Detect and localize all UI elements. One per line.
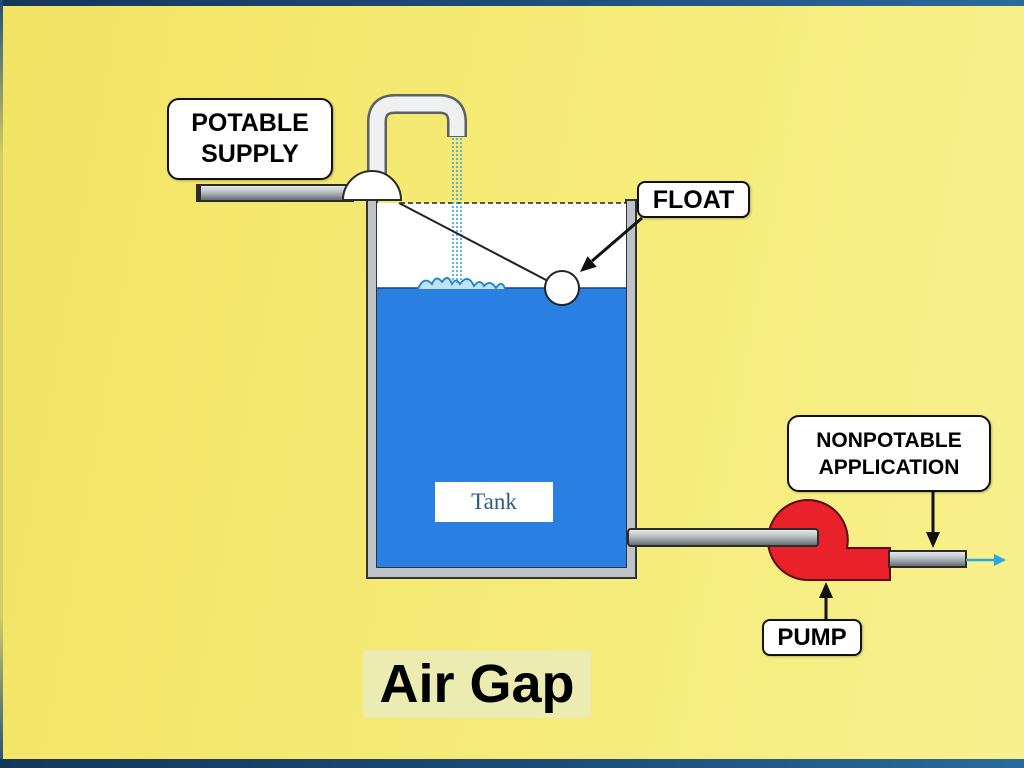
discharge-pipe xyxy=(888,550,967,568)
pump-label: PUMP xyxy=(762,619,862,656)
water-splash xyxy=(417,277,506,290)
float-arm xyxy=(398,202,549,282)
float-ball xyxy=(544,270,580,306)
tank-label: Tank xyxy=(435,482,553,522)
valve-dome xyxy=(341,170,403,201)
application-pointer-arrow xyxy=(926,492,940,548)
flow-direction-arrow xyxy=(966,554,1006,566)
potable-supply-label: POTABLE SUPPLY xyxy=(167,98,333,180)
slide-title: Air Gap xyxy=(363,650,591,718)
pump-body xyxy=(767,498,891,581)
tank-outlet-pipe xyxy=(627,528,819,547)
float-pointer-arrow xyxy=(580,216,643,272)
nonpotable-application-label-line-2: APPLICATION xyxy=(818,455,960,479)
tank-water xyxy=(377,288,626,567)
tank-label-text: Tank xyxy=(471,489,517,514)
pump-label-text: PUMP xyxy=(777,623,847,651)
gooseneck-spout xyxy=(367,94,467,186)
nonpotable-application-label: NONPOTABLE APPLICATION xyxy=(787,415,991,492)
float-label: FLOAT xyxy=(637,181,750,218)
slide-top-border xyxy=(0,0,1024,6)
supply-pipe-end-cap xyxy=(197,185,201,201)
air-gap-space xyxy=(377,203,626,288)
potable-supply-label-line-1: POTABLE xyxy=(191,109,309,137)
float-label-text: FLOAT xyxy=(652,185,735,214)
potable-supply-label-line-2: SUPPLY xyxy=(201,140,299,168)
water-stream xyxy=(452,138,462,283)
pump-pointer-arrow xyxy=(819,582,833,619)
nonpotable-application-label-line-1: NONPOTABLE xyxy=(816,428,962,452)
supply-pipe xyxy=(196,184,354,202)
slide-bottom-border xyxy=(0,759,1024,768)
slide-left-border xyxy=(0,0,3,768)
